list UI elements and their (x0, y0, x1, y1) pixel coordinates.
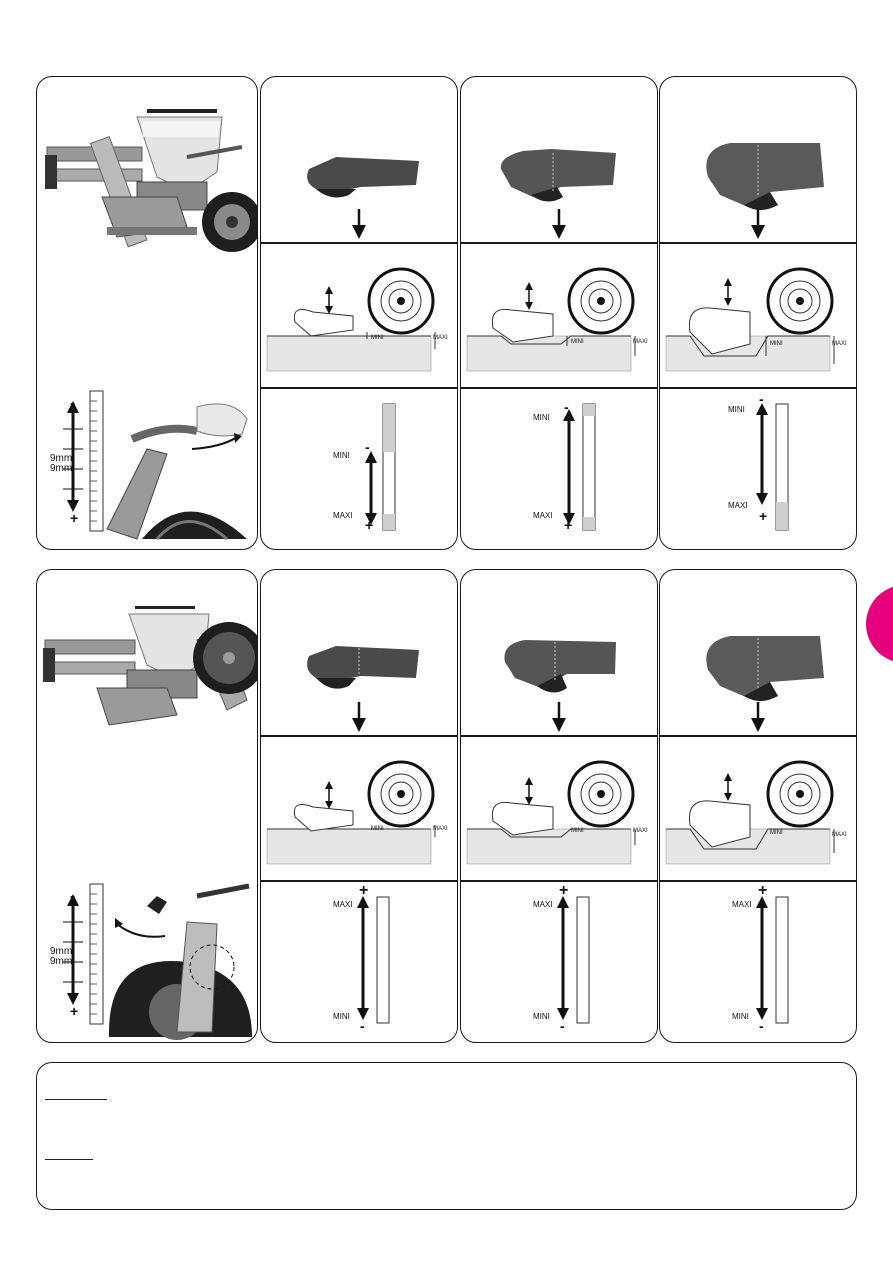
gauge-maxi-label: MAXI (533, 900, 553, 909)
column-panel-bottom-2: MINI MAXI + MAXI MINI - (460, 569, 658, 1043)
seeder-unit-illustration (45, 109, 257, 252)
gauge-minus: - (360, 1018, 365, 1034)
gauge-plus: + (559, 882, 569, 899)
divider (660, 735, 856, 737)
depth-diagram (665, 267, 835, 372)
diagram-mini-label: MINI (371, 826, 384, 832)
gauge-mini-label: MINI (728, 405, 745, 414)
diagram-mini-label: MINI (571, 828, 584, 834)
gauge-minus: - (365, 439, 370, 455)
seeder-photo-panel-top: - 9mm 9mm + (36, 76, 258, 550)
gauge-plus: + (759, 508, 768, 524)
depth-gauge (357, 896, 390, 1024)
lever-scale-step-2: 9mm (50, 463, 73, 474)
column-panel-top-1: MINI MAXI - MINI MAXI + (260, 76, 458, 550)
depth-gauge (563, 403, 596, 531)
diagram-maxi-label: MAXI (832, 341, 847, 347)
diagram-maxi-label: MAXI (633, 828, 648, 834)
depth-gauge (365, 403, 396, 531)
diagram-mini-label: MINI (770, 830, 783, 836)
gauge-minus: - (759, 391, 764, 407)
gauge-plus: + (564, 517, 573, 533)
divider (261, 242, 457, 244)
coulter-setting-figure (706, 143, 824, 239)
gauge-mini-label: MINI (333, 1012, 350, 1021)
diagram-maxi-label: MAXI (433, 826, 448, 832)
divider (261, 735, 457, 737)
gauge-mini-label: MINI (732, 1012, 749, 1021)
diagram-maxi-label: MAXI (832, 832, 847, 838)
depth-diagram (266, 267, 436, 372)
depth-gauge (756, 896, 789, 1024)
gauge-maxi-label: MAXI (732, 900, 752, 909)
gauge-minus: - (564, 399, 569, 415)
coulter-setting-figure (706, 636, 824, 732)
column-panel-bottom-3: MINI MAXI + MAXI MINI - (659, 569, 857, 1043)
diagram-maxi-label: MAXI (633, 339, 648, 345)
gauge-minus: - (759, 1018, 764, 1034)
seeder-unit-illustration (43, 606, 257, 726)
lever-scale-step-1: 9mm (50, 453, 73, 464)
diagram-mini-label: MINI (371, 335, 384, 341)
depth-diagram (266, 760, 436, 865)
lever-scale-plus: + (70, 1003, 79, 1019)
gauge-mini-label: MINI (533, 413, 550, 422)
column-panel-top-3: MINI MAXI - MINI MAXI + (659, 76, 857, 550)
coulter-setting-figure (307, 157, 419, 239)
coulter-setting-figure (504, 640, 616, 732)
column-panel-bottom-1: MINI MAXI + MAXI MINI - (260, 569, 458, 1043)
gauge-maxi-label: MAXI (728, 501, 748, 510)
divider (461, 880, 657, 882)
note-heading-line-2 (45, 1159, 93, 1161)
divider (461, 735, 657, 737)
diagram-mini-label: MINI (571, 339, 584, 345)
gauge-mini-label: MINI (333, 451, 350, 460)
gauge-plus: + (758, 882, 768, 899)
seeder-photo-panel-bottom: - 9mm 9mm + (36, 569, 258, 1043)
divider (261, 880, 457, 882)
depth-gauge (756, 403, 789, 531)
gauge-plus: + (365, 517, 374, 533)
column-panel-top-2: MINI MAXI - MINI MAXI + (460, 76, 658, 550)
diagram-maxi-label: MAXI (433, 335, 448, 341)
divider (660, 387, 856, 389)
coulter-setting-figure (307, 646, 419, 732)
lever-scale-plus: + (70, 510, 79, 526)
divider (461, 242, 657, 244)
lever-scale-minus: - (70, 888, 76, 905)
section-tab (866, 585, 893, 663)
lever-scale-step-2: 9mm (50, 956, 73, 967)
lever-scale-minus: - (70, 395, 76, 412)
divider (660, 880, 856, 882)
divider (461, 387, 657, 389)
diagram-mini-label: MINI (770, 341, 783, 347)
gauge-mini-label: MINI (533, 1012, 550, 1021)
depth-diagram (466, 267, 636, 372)
notes-box (36, 1062, 857, 1210)
divider (660, 242, 856, 244)
gauge-plus: + (359, 882, 369, 899)
gauge-maxi-label: MAXI (533, 511, 553, 520)
gauge-maxi-label: MAXI (333, 511, 353, 520)
divider (261, 387, 457, 389)
depth-lever-detail (63, 390, 248, 541)
depth-diagram (466, 760, 636, 865)
depth-lever-detail (63, 883, 252, 1040)
gauge-minus: - (560, 1018, 565, 1034)
note-heading-line-1 (45, 1099, 107, 1101)
coulter-setting-figure (500, 149, 616, 239)
lever-scale-step-1: 9mm (50, 946, 73, 957)
gauge-maxi-label: MAXI (333, 900, 353, 909)
depth-diagram (665, 760, 835, 865)
depth-gauge (557, 896, 590, 1024)
